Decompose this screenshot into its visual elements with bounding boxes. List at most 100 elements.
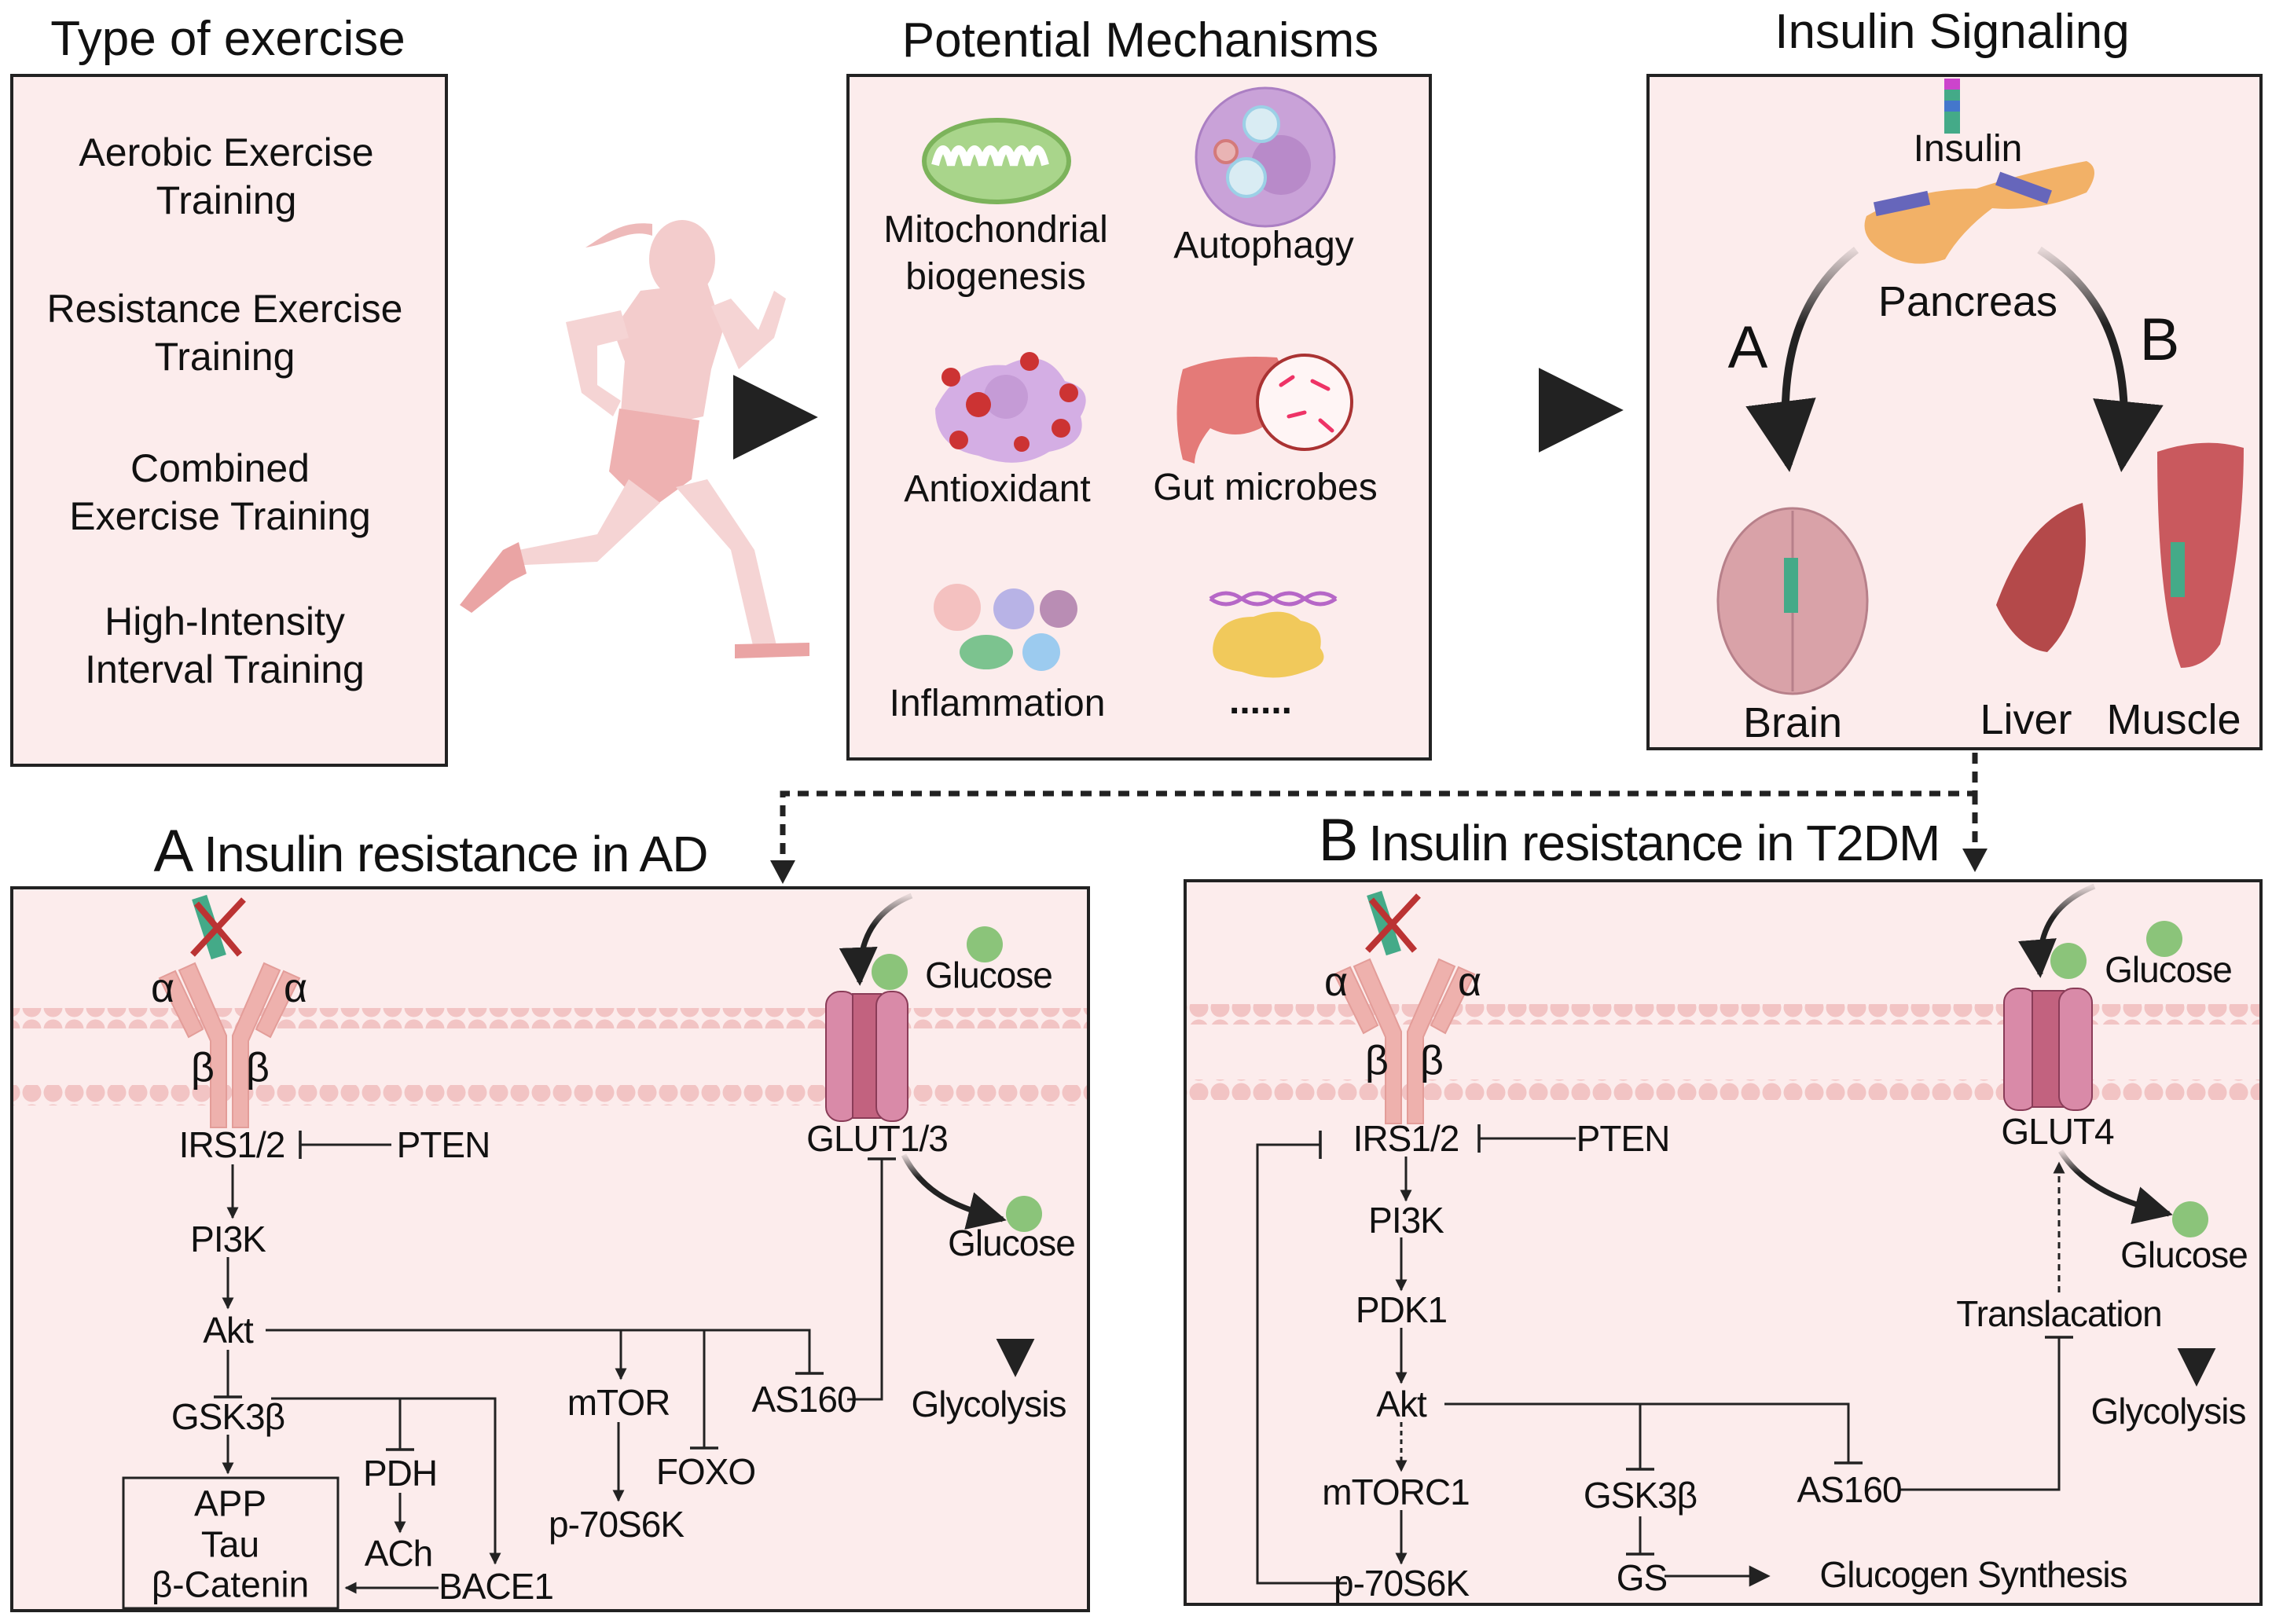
path-a-label: A bbox=[1727, 314, 1768, 381]
arrow-pancreas-to-brain bbox=[1745, 247, 1859, 472]
arrow-glucose-exit-a bbox=[901, 1153, 1007, 1230]
insulin-label: Insulin bbox=[1913, 128, 2023, 170]
dashed-arrow-to-panel-b bbox=[1962, 849, 1988, 872]
mechanism-label: Antioxidant bbox=[904, 468, 1091, 510]
node-gsk3b: GSK3β bbox=[1583, 1475, 1698, 1516]
glut13-transporter bbox=[825, 991, 908, 1122]
pancreas-icon bbox=[1864, 161, 2094, 264]
alpha-subunit-label: α bbox=[1457, 959, 1482, 1005]
node-bace1: BACE1 bbox=[439, 1566, 554, 1607]
node-akt: Akt bbox=[203, 1310, 253, 1351]
beta-subunit-label: β bbox=[246, 1045, 270, 1091]
node-pten: PTEN bbox=[396, 1124, 491, 1165]
mechanism-label: ...... bbox=[1228, 680, 1293, 722]
glucose-molecule bbox=[2172, 1201, 2208, 1237]
exercise-item: Combined Exercise Training bbox=[69, 446, 371, 538]
glucose-label: Glucose bbox=[925, 955, 1053, 995]
membrane-outer-layer bbox=[1187, 1004, 2259, 1025]
panel-b-letter: B bbox=[1318, 807, 1359, 874]
node-app-tau-catenin: APP Tau β-Catenin bbox=[151, 1483, 310, 1605]
panel-b-title-text: Insulin resistance in T2DM bbox=[1368, 815, 1940, 871]
membrane-inner-layer bbox=[13, 1085, 1087, 1105]
node-irs: IRS1/2 bbox=[1353, 1118, 1460, 1159]
liver-label: Liver bbox=[1980, 696, 2072, 743]
alpha-subunit-label: α bbox=[283, 966, 308, 1011]
exercise-title: Type of exercise bbox=[50, 12, 406, 66]
node-pi3k: PI3K bbox=[190, 1219, 266, 1259]
node-pi3k: PI3K bbox=[1368, 1200, 1444, 1241]
autophagy-cell-icon bbox=[1195, 86, 1336, 228]
alpha-subunit-label: α bbox=[1323, 959, 1349, 1005]
node-gs: GS bbox=[1616, 1557, 1668, 1598]
arrow-glucose-exit-b bbox=[2058, 1149, 2173, 1225]
glucose-molecule bbox=[2050, 943, 2087, 979]
pathway-lines-b bbox=[1256, 1124, 2073, 1587]
app-tau-catenin-box bbox=[122, 1476, 340, 1610]
dna-protein-icon bbox=[1209, 591, 1338, 678]
insulin-receptor-b bbox=[1333, 890, 1476, 1124]
glucose-label: Glucose bbox=[2120, 1234, 2248, 1275]
node-as160: AS160 bbox=[751, 1379, 857, 1420]
beta-subunit-label: β bbox=[1420, 1038, 1444, 1083]
glucose-molecule bbox=[967, 926, 1003, 962]
runner-icon bbox=[460, 220, 809, 658]
glucose-label: Glucose bbox=[2105, 949, 2233, 990]
beta-subunit-label: β bbox=[191, 1045, 215, 1091]
node-mtorc1: mTORC1 bbox=[1322, 1472, 1470, 1512]
brain-label: Brain bbox=[1742, 699, 1843, 746]
node-p70s6k: p-70S6K bbox=[548, 1504, 685, 1545]
mechanisms-title: Potential Mechanisms bbox=[901, 13, 1379, 68]
glut4-transporter bbox=[2003, 988, 2093, 1111]
mechanism-label: Mitochondrial biogenesis bbox=[883, 209, 1108, 298]
exercise-item: High-Intensity Interval Training bbox=[85, 599, 365, 691]
node-akt: Akt bbox=[1376, 1384, 1426, 1424]
muscle-icon bbox=[2157, 442, 2244, 668]
membrane-inner-layer bbox=[1187, 1080, 2259, 1100]
node-irs: IRS1/2 bbox=[178, 1124, 286, 1165]
exercise-box bbox=[10, 74, 448, 767]
glucose-molecule bbox=[1006, 1196, 1042, 1232]
panel-a-title-text: Insulin resistance in AD bbox=[204, 826, 708, 882]
mechanism-label: Gut microbes bbox=[1153, 467, 1378, 508]
insulin-molecule-icon bbox=[1944, 79, 1960, 134]
muscle-label: Muscle bbox=[2106, 696, 2241, 743]
node-ach: ACh bbox=[364, 1533, 433, 1574]
ros-cell-icon bbox=[935, 352, 1086, 463]
exercise-item: Aerobic Exercise Training bbox=[79, 130, 374, 222]
panel-a-letter: A bbox=[153, 818, 194, 885]
node-foxo: FOXO bbox=[655, 1451, 756, 1492]
node-as160: AS160 bbox=[1797, 1469, 1902, 1510]
dashed-connector bbox=[780, 753, 1978, 864]
arrow-glucose-entry-b bbox=[2018, 883, 2096, 978]
arrow-glucose-entry-a bbox=[839, 893, 913, 986]
brain-icon bbox=[1716, 507, 1869, 695]
signaling-title: Insulin Signaling bbox=[1775, 5, 2130, 59]
glycolysis-label: Glycolysis bbox=[2090, 1391, 2246, 1432]
mechanism-label: Inflammation bbox=[889, 683, 1106, 724]
immune-cells-icon bbox=[934, 584, 1077, 671]
node-glycogen-synthesis: Glucogen Synthesis bbox=[1819, 1554, 2127, 1595]
glucose-molecule bbox=[872, 954, 908, 990]
intestine-bacteria-icon bbox=[1176, 354, 1353, 464]
node-translocation: Translacation bbox=[1956, 1293, 2162, 1334]
mechanism-label: Autophagy bbox=[1173, 225, 1354, 266]
node-pten: PTEN bbox=[1576, 1118, 1671, 1159]
path-b-label: B bbox=[2139, 306, 2180, 373]
glycolysis-label: Glycolysis bbox=[911, 1384, 1066, 1424]
beta-subunit-label: β bbox=[1365, 1038, 1389, 1083]
liver-icon bbox=[1996, 503, 2086, 652]
dashed-arrow-to-panel-a bbox=[770, 860, 795, 884]
pancreas-label: Pancreas bbox=[1877, 278, 2058, 325]
alpha-subunit-label: α bbox=[150, 966, 175, 1011]
node-glut13: GLUT1/3 bbox=[806, 1118, 949, 1159]
pathway-lines-a bbox=[214, 1131, 896, 1594]
arrow-pancreas-to-muscle bbox=[2037, 246, 2164, 472]
insulin-receptor-a bbox=[158, 894, 301, 1128]
node-mtor: mTOR bbox=[567, 1382, 671, 1423]
node-glut4: GLUT4 bbox=[2001, 1111, 2114, 1152]
node-pdh: PDH bbox=[362, 1453, 438, 1494]
